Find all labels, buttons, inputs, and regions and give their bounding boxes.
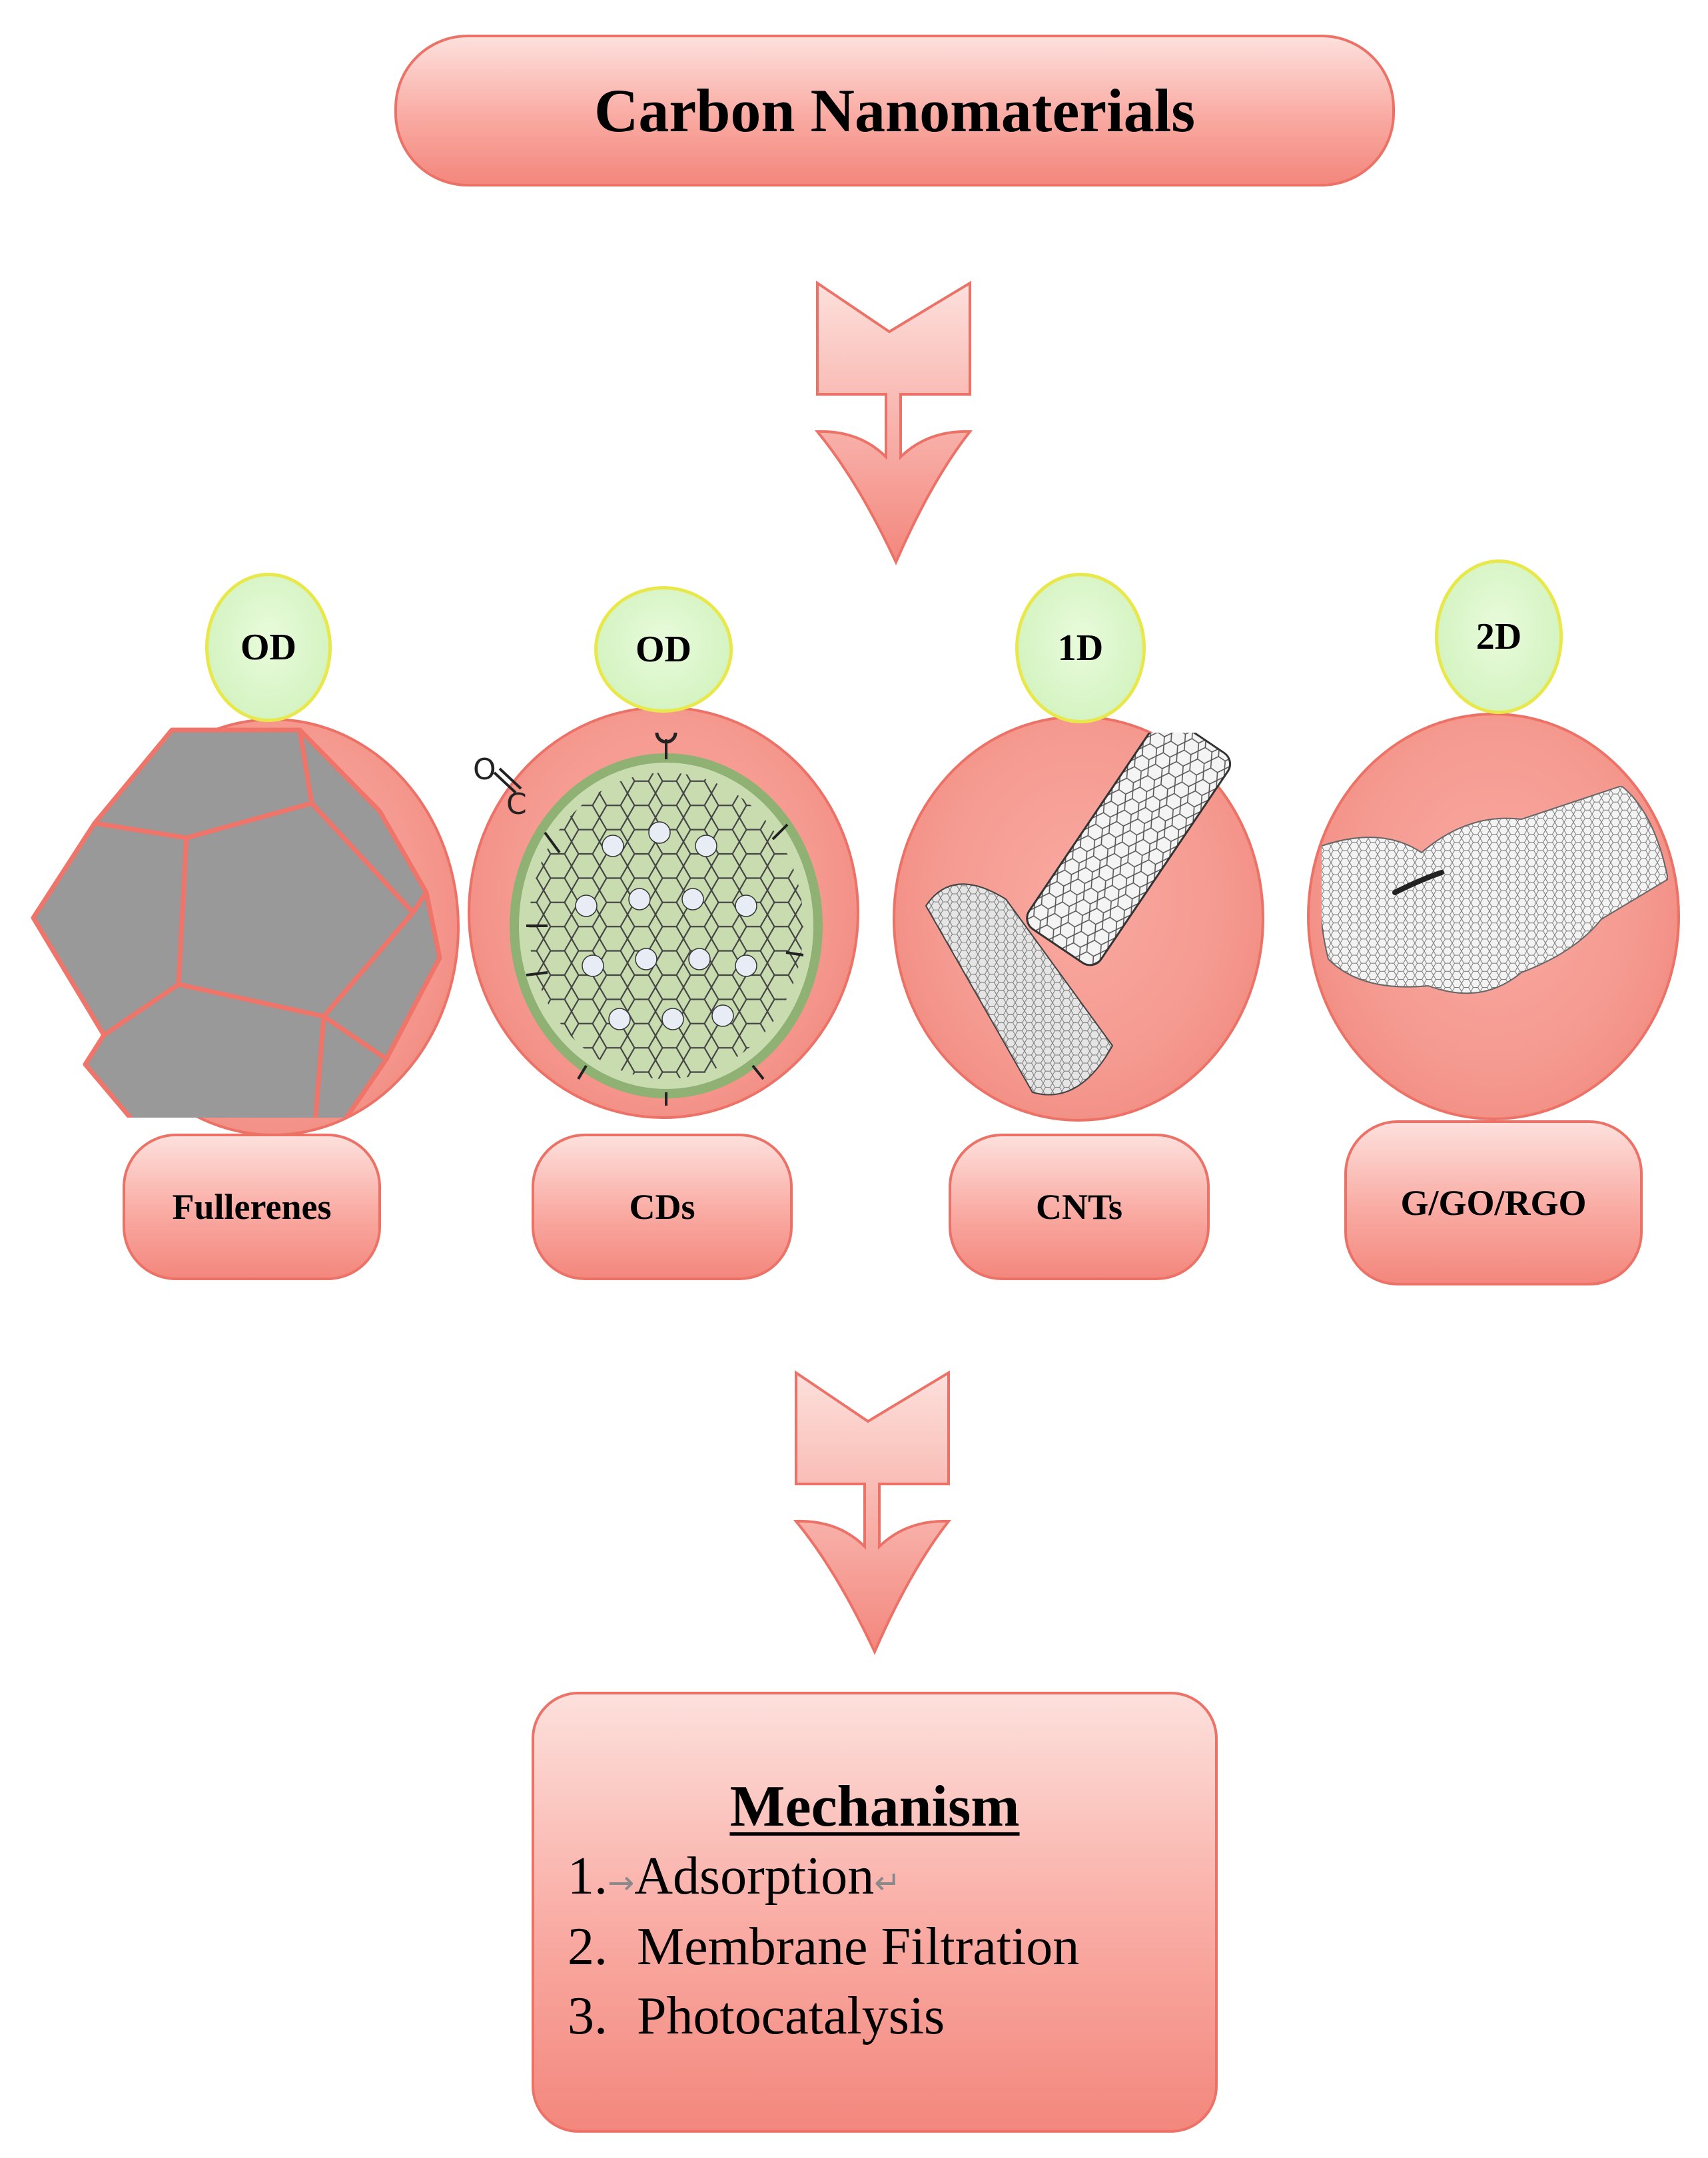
item-number: 2. <box>568 1918 608 1976</box>
mechanism-item: 1.→Adsorption↵ <box>568 1846 901 1907</box>
label-box: CNTs <box>949 1134 1210 1280</box>
mechanism-item: 3. Photocatalysis <box>568 1986 945 2047</box>
item-number: 3. <box>568 1987 608 2045</box>
dimension-badge: OD <box>205 573 332 722</box>
label-box: G/GO/RGO <box>1344 1120 1643 1285</box>
item-text: Adsorption <box>634 1847 875 1906</box>
mechanism-item: 2. Membrane Filtration <box>568 1917 1079 1978</box>
down-arrow-icon <box>793 1370 952 1655</box>
down-arrow-icon <box>814 280 973 565</box>
dimension-badge: 1D <box>1015 573 1146 723</box>
dimension-badge: OD <box>594 586 733 713</box>
dimension-label: OD <box>240 627 296 668</box>
item-text: Photocatalysis <box>637 1987 945 2045</box>
graphene-sheet-icon <box>1322 786 1668 994</box>
category-fullerenes: OD Fullerenes <box>27 573 466 1285</box>
fullerene-icon <box>31 727 442 1118</box>
category-label: CDs <box>629 1187 695 1227</box>
mechanism-title: Mechanism <box>729 1774 1020 1839</box>
item-text: Membrane Filtration <box>637 1918 1080 1976</box>
dimension-label: OD <box>636 629 691 670</box>
dimension-badge: 2D <box>1435 559 1563 714</box>
label-box: Fullerenes <box>123 1134 381 1280</box>
svg-text:O: O <box>473 753 496 787</box>
carbon-dot-icon: OC <box>473 733 823 1106</box>
svg-text:C: C <box>506 787 527 821</box>
item-number: 1. <box>568 1847 608 1906</box>
tab-mark-icon: → <box>608 1864 635 1902</box>
nanotube-icon <box>925 733 1232 1096</box>
paragraph-mark-icon: ↵ <box>874 1864 901 1902</box>
dimension-label: 1D <box>1057 627 1104 669</box>
title-box: Carbon Nanomaterials <box>394 35 1395 186</box>
diagram-title: Carbon Nanomaterials <box>594 77 1196 145</box>
category-label: Fullerenes <box>172 1187 332 1227</box>
dimension-label: 2D <box>1476 616 1522 657</box>
category-graphene: 2D G/GO/RGO <box>1299 559 1692 1285</box>
category-label: CNTs <box>1035 1187 1123 1227</box>
mechanism-box: Mechanism 1.→Adsorption↵ 2. Membrane Filt… <box>532 1692 1218 2133</box>
category-cnts: 1D CNTs <box>893 573 1279 1285</box>
category-label: G/GO/RGO <box>1400 1183 1587 1223</box>
label-box: CDs <box>532 1134 793 1280</box>
